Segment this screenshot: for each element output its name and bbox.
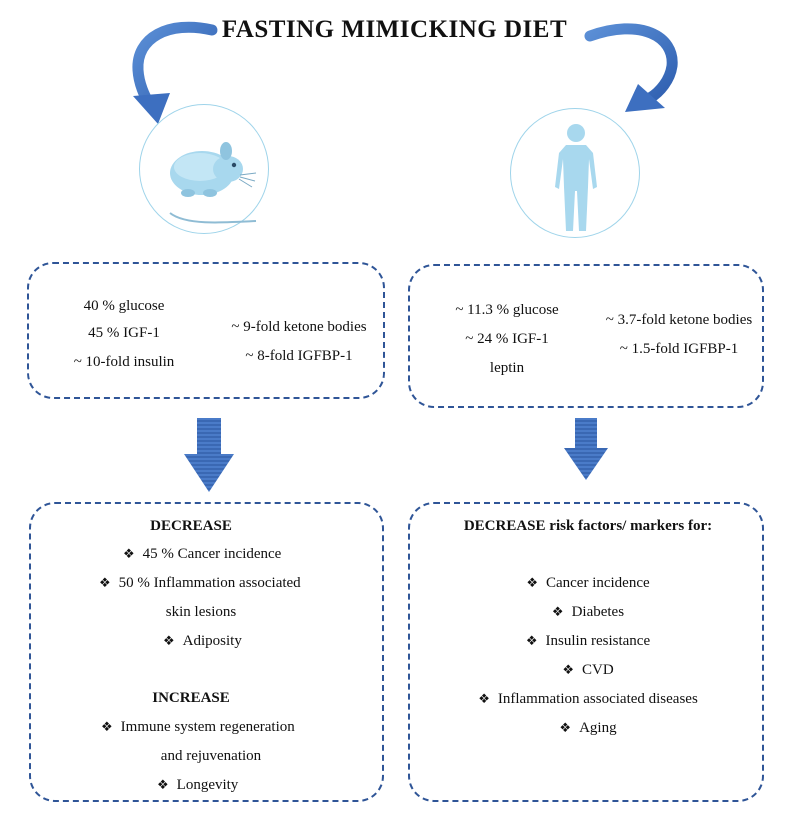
curved-arrows: [132, 21, 678, 124]
human-effect-cvd: CVD: [438, 661, 738, 679]
human-effect-insulin-resistance: Insulin resistance: [438, 632, 738, 650]
mouse-change-ketone-bodies: ~ 9-fold ketone bodies: [231, 319, 367, 335]
human-avatar: [510, 108, 640, 238]
mouse-change-insulin: ~ 10-fold insulin: [73, 354, 175, 370]
right-curved-arrow-icon: [584, 23, 678, 112]
mouse-avatar: [139, 104, 269, 234]
decrease-item-inflammation-cont: skin lesions: [165, 604, 237, 620]
human-change-igfbp1: ~ 1.5-fold IGFBP-1: [619, 341, 739, 357]
decrease-heading: DECREASE: [150, 518, 232, 534]
human-effects-heading: DECREASE risk factors/ markers for:: [463, 518, 713, 534]
human-changes-box: ~ 11.3 % glucose ~ 24 % IGF-1 leptin ~ 3…: [408, 264, 764, 408]
human-change-igf1: ~ 24 % IGF-1: [465, 331, 549, 347]
increase-heading: INCREASE: [152, 690, 230, 706]
human-effects-box: DECREASE risk factors/ markers for: Canc…: [408, 502, 764, 802]
mouse-change-igf1: 45 % IGF-1: [88, 325, 160, 341]
mouse-changes-box: 40 % glucose 45 % IGF-1 ~ 10-fold insuli…: [27, 262, 385, 399]
decrease-item-adiposity: Adiposity: [163, 632, 242, 650]
human-change-glucose: ~ 11.3 % glucose: [455, 302, 559, 318]
human-effect-diabetes: Diabetes: [438, 603, 738, 621]
human-effect-inflammation: Inflammation associated diseases: [438, 690, 738, 708]
human-change-leptin: leptin: [489, 360, 525, 376]
right-down-arrow-icon: [564, 418, 608, 480]
mouse-change-igfbp1: ~ 8-fold IGFBP-1: [245, 348, 353, 364]
left-down-arrow-icon: [184, 418, 234, 492]
increase-item-immune-cont: and rejuvenation: [160, 748, 262, 764]
human-effect-cancer: Cancer incidence: [438, 574, 738, 592]
diagram-title: FASTING MIMICKING DIET: [221, 16, 568, 43]
increase-item-longevity: Longevity: [157, 776, 239, 794]
human-effect-aging: Aging: [438, 719, 738, 737]
human-change-ketone-bodies: ~ 3.7-fold ketone bodies: [605, 312, 753, 328]
mouse-icon: [169, 142, 257, 224]
increase-item-immune: Immune system regeneration: [101, 718, 295, 736]
mouse-effects-box: DECREASE 45 % Cancer incidence 50 % Infl…: [29, 502, 384, 802]
human-body-icon: [555, 124, 597, 231]
mouse-change-glucose: 40 % glucose: [83, 298, 165, 314]
decrease-item-cancer: 45 % Cancer incidence: [123, 545, 282, 563]
left-curved-arrow-icon: [132, 21, 218, 124]
decrease-item-inflammation: 50 % Inflammation associated: [99, 574, 301, 592]
